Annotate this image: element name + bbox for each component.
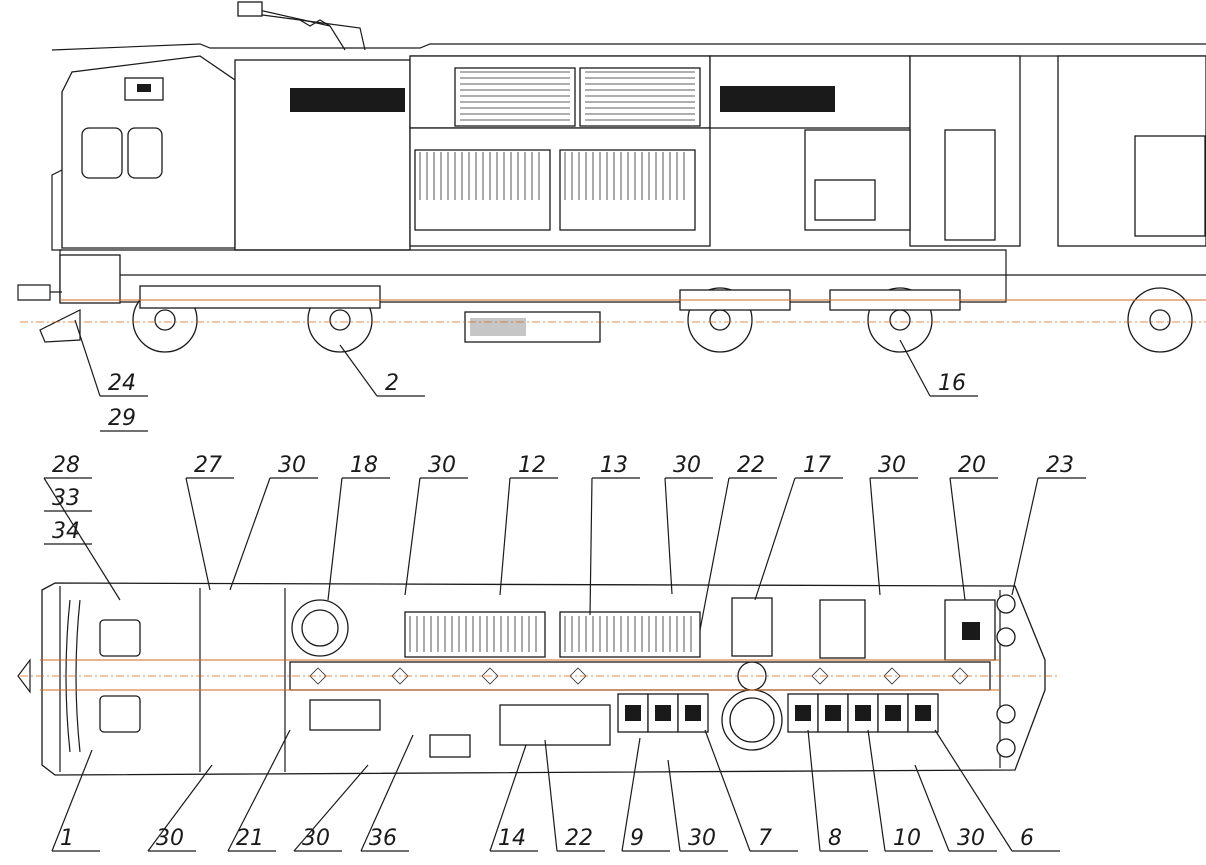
callout-plan-bottom-1: 1	[60, 826, 74, 851]
cab-plan	[65, 599, 141, 753]
callout-plan-bottom-6: 6	[1020, 826, 1034, 851]
callout-plan-top-30: 30	[278, 453, 306, 478]
callout-leader-line	[934, 729, 1013, 852]
callout-leader-line	[667, 759, 681, 852]
callout-plan-bottom-7: 7	[758, 826, 772, 851]
equipment-17	[731, 597, 773, 657]
callout-side-view-24: 24	[108, 371, 136, 396]
callout-plan-bottom-22: 22	[565, 826, 593, 851]
callout-leader-line	[227, 729, 291, 852]
callout-leader-line	[869, 477, 881, 596]
callout-plan-top-13: 13	[600, 453, 628, 478]
callout-leader-line	[74, 319, 101, 397]
callout-plan-top-28: 28	[52, 453, 80, 478]
callout-plan-top-30: 30	[428, 453, 456, 478]
callout-leader-line	[699, 477, 730, 631]
callout-leader-line	[360, 734, 414, 852]
bogie-front	[132, 285, 381, 353]
callout-plan-top-20: 20	[958, 453, 986, 478]
callout-leader-line	[867, 729, 886, 852]
callout-plan-bottom-30: 30	[156, 826, 184, 851]
pantograph	[237, 1, 366, 51]
callout-plan-top-30: 30	[878, 453, 906, 478]
callout-leader-line	[664, 477, 673, 595]
fuel-tank	[464, 311, 601, 343]
callout-plan-bottom-14: 14	[498, 826, 526, 851]
callout-leader-line	[339, 344, 378, 397]
callout-plan-top-17: 17	[803, 453, 831, 478]
callout-leader-line	[489, 744, 527, 852]
callout-leader-line	[147, 764, 213, 852]
callout-plan-top-27: 27	[194, 453, 222, 478]
callout-plan-bottom-21: 21	[236, 826, 264, 851]
radiator-grille-2	[579, 67, 701, 127]
engine-plan-12	[404, 611, 546, 658]
callout-plan-top-23: 23	[1046, 453, 1074, 478]
callout-side-view-16: 16	[938, 371, 966, 396]
cab-window-left	[81, 127, 123, 179]
side-elevation-view	[17, 1, 1206, 353]
callout-leader-line	[899, 339, 931, 397]
callout-leader-line	[404, 477, 421, 596]
callout-plan-bottom-30: 30	[688, 826, 716, 851]
bogie-middle	[679, 287, 791, 353]
callout-leader-line	[914, 764, 950, 852]
callout-plan-top-30: 30	[673, 453, 701, 478]
callout-plan-top-34: 34	[52, 519, 80, 544]
cab-window-right	[127, 127, 163, 179]
callout-leader-line	[949, 477, 966, 601]
engine-plan-13	[559, 611, 701, 658]
engine-block-2	[559, 149, 696, 231]
callout-plan-top-33: 33	[52, 486, 80, 511]
callout-plan-top-18: 18	[350, 453, 378, 478]
callout-leader-line	[43, 477, 121, 601]
callout-plan-top-12: 12	[518, 453, 546, 478]
callout-leader-line	[1011, 477, 1039, 596]
callout-plan-bottom-9: 9	[630, 826, 644, 851]
callout-plan-top-22: 22	[737, 453, 765, 478]
callout-leader-line	[51, 749, 93, 852]
callout-leader-line	[185, 477, 211, 591]
callout-plan-bottom-30: 30	[302, 826, 330, 851]
callout-leader-line	[327, 477, 343, 601]
callout-plan-bottom-30: 30	[957, 826, 985, 851]
callout-leader-line	[754, 477, 796, 601]
callout-leader-line	[807, 729, 821, 852]
callout-leader-line	[544, 739, 558, 852]
coupler	[17, 284, 62, 301]
louvre-dark-2	[720, 86, 835, 112]
engine-block-1	[414, 149, 551, 231]
callout-plan-bottom-36: 36	[369, 826, 397, 851]
callout-leader-line	[499, 477, 511, 596]
callout-leader-line	[621, 737, 641, 852]
callout-leader-line	[293, 764, 369, 852]
louvre-dark-1	[290, 88, 405, 112]
callout-leader-line	[704, 729, 751, 852]
plan-view	[17, 582, 1060, 776]
callout-leader-line	[229, 477, 271, 591]
callout-plan-bottom-10: 10	[893, 826, 921, 851]
callout-side-view-2: 2	[385, 371, 399, 396]
radiator-grille-1	[454, 67, 576, 127]
callout-plan-bottom-8: 8	[828, 826, 842, 851]
callout-leader-line	[589, 477, 593, 616]
callout-side-view-29: 29	[108, 406, 136, 431]
bogie-rear	[829, 287, 1193, 353]
